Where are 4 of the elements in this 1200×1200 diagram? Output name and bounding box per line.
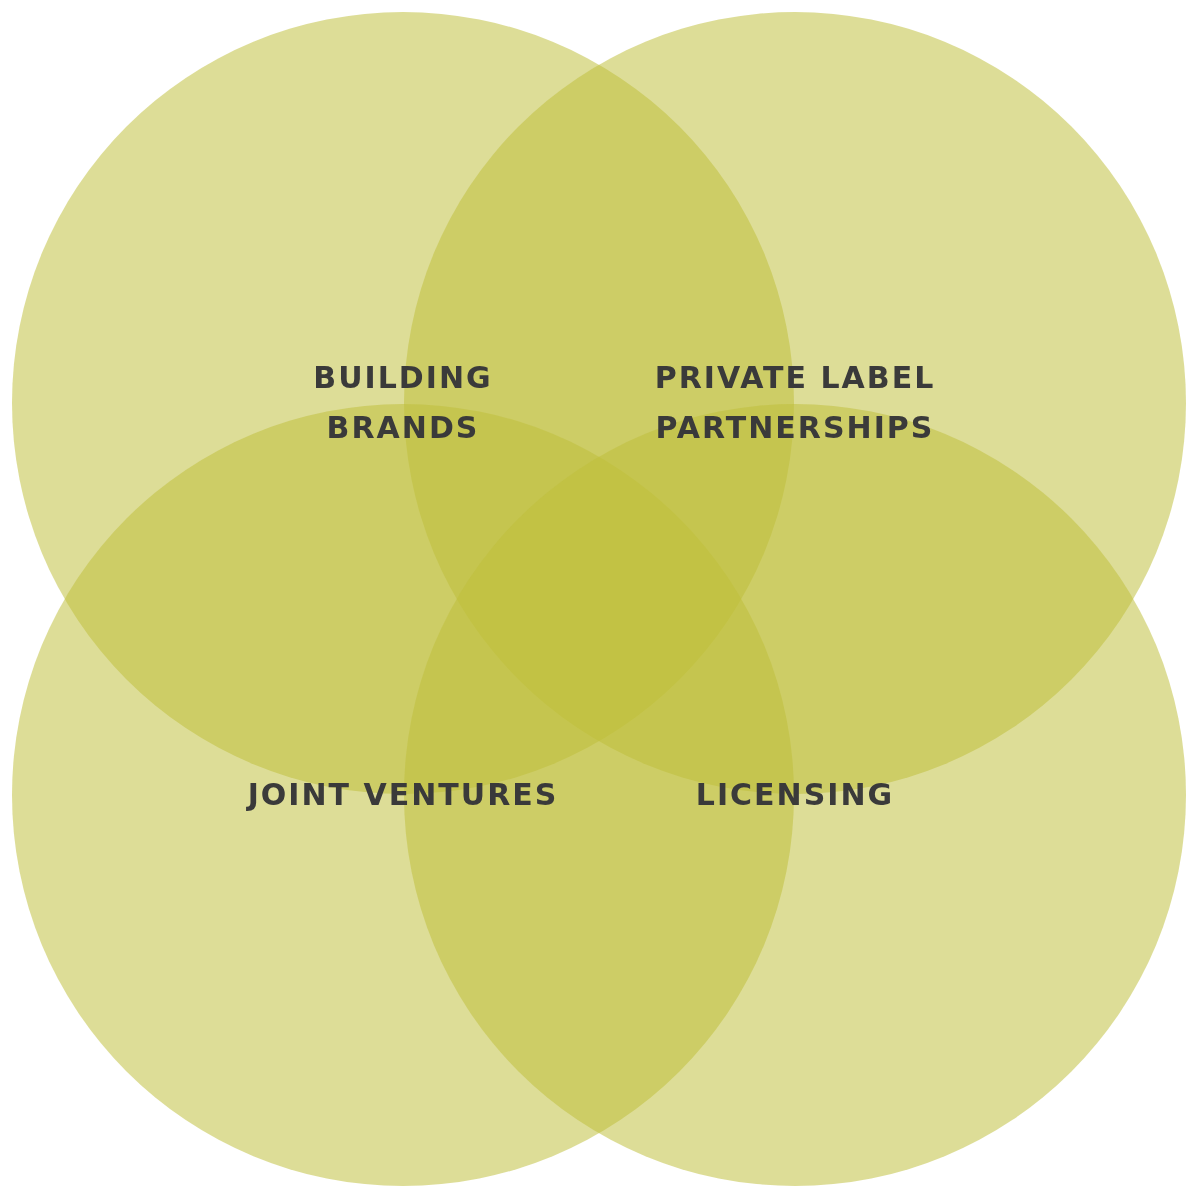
circle-label: PRIVATE LABEL PARTNERSHIPS xyxy=(653,359,937,447)
circle-label: JOINT VENTURES xyxy=(245,776,560,814)
circle-label: BUILDING BRANDS xyxy=(312,359,494,447)
circle-label: LICENSING xyxy=(694,776,896,814)
